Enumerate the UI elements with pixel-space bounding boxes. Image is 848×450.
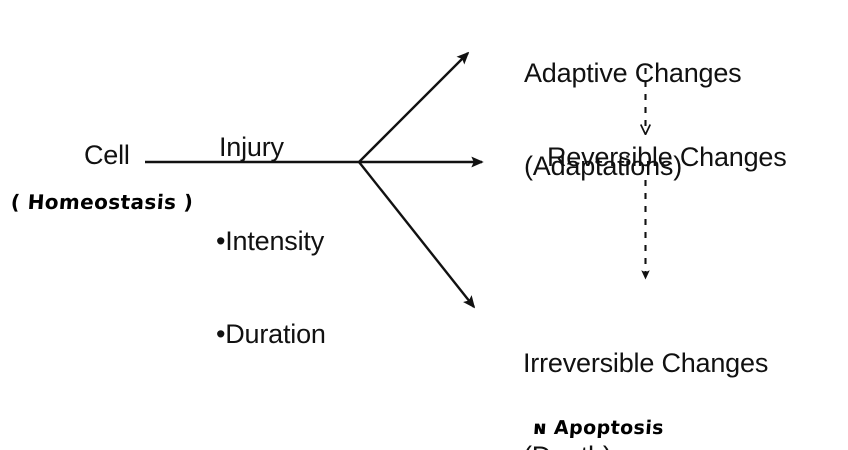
arrow-to-adaptive-changes — [358, 51, 470, 163]
close-paren: ) — [603, 441, 612, 450]
adaptive-changes-subtitle: (Adaptations) — [524, 151, 741, 182]
death-type-apoptosis: ɴ Apoptosis — [532, 417, 665, 439]
injury-label: Injury — [219, 132, 284, 162]
injury-factor-duration: •Duration — [216, 319, 326, 349]
reversible-changes-label: Reversible Changes — [547, 142, 787, 172]
irreversible-changes-title: Irreversible Changes — [523, 348, 769, 378]
homeostasis-annotation: ( Homeostasis ) — [10, 190, 195, 214]
open-paren: ( — [523, 441, 532, 450]
irreversible-changes-subtitle: (Death) — [523, 441, 768, 450]
adaptive-changes-title: Adaptive Changes — [524, 58, 742, 88]
open-paren: ( — [524, 151, 533, 181]
death-italic: Death — [532, 441, 603, 450]
death-types-annotation: ɴ Apoptosis ɴ Necrosis — [524, 368, 668, 450]
arrow-to-irreversible-changes — [358, 161, 476, 309]
close-paren: ) — [673, 151, 683, 181]
adaptations-italic: Adaptations — [532, 151, 674, 181]
injury-factor-list: •Intensity •Duration — [216, 164, 326, 412]
adaptive-changes-block: Adaptive Changes (Adaptations) — [524, 0, 742, 244]
injury-factor-intensity: •Intensity — [216, 226, 325, 256]
cell-label: Cell — [84, 140, 130, 170]
irreversible-changes-block: Irreversible Changes (Death) — [523, 286, 768, 450]
